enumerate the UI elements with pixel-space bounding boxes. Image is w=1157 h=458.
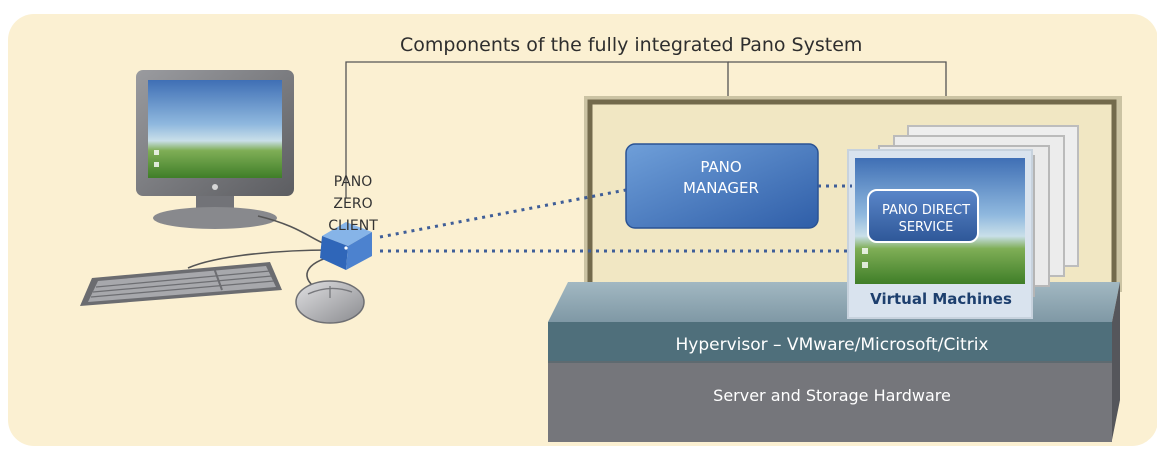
client-manager-connection (379, 188, 627, 239)
hypervisor-label: Hypervisor – VMware/Microsoft/Citrix (675, 335, 989, 355)
zero-client-label-line2: ZERO CLIENT (328, 196, 378, 234)
virtual-machines-stack (847, 125, 1079, 319)
pano-manager-label-line2: MANAGER (683, 179, 759, 197)
desktop-monitor (136, 70, 294, 229)
pano-direct-service-label-line1: PANO DIRECT (881, 203, 971, 218)
virtual-machines-label: Virtual Machines (870, 290, 1012, 308)
server-stack (548, 282, 1120, 442)
mouse (295, 280, 365, 324)
pano-zero-client-cube (320, 222, 372, 270)
diagram-title: Components of the fully integrated Pano … (400, 34, 863, 56)
zero-client-label: PANO ZERO CLIENT (308, 171, 398, 237)
hypervisor-layer (548, 322, 1112, 362)
pano-manager-label: PANO MANAGER (627, 157, 815, 199)
server-hardware-label: Server and Storage Hardware (713, 386, 951, 405)
pano-direct-service-label: PANO DIRECT SERVICE (873, 202, 979, 236)
server-hardware-layer (548, 362, 1112, 442)
zero-client-label-line1: PANO (333, 174, 373, 190)
server-side-face (1112, 282, 1120, 440)
monitor-screen (148, 80, 282, 178)
pano-manager-label-line1: PANO (700, 158, 742, 176)
keyboard (80, 262, 282, 306)
pano-direct-service-label-line2: SERVICE (898, 220, 954, 235)
pano-direct-service-box (867, 189, 979, 243)
